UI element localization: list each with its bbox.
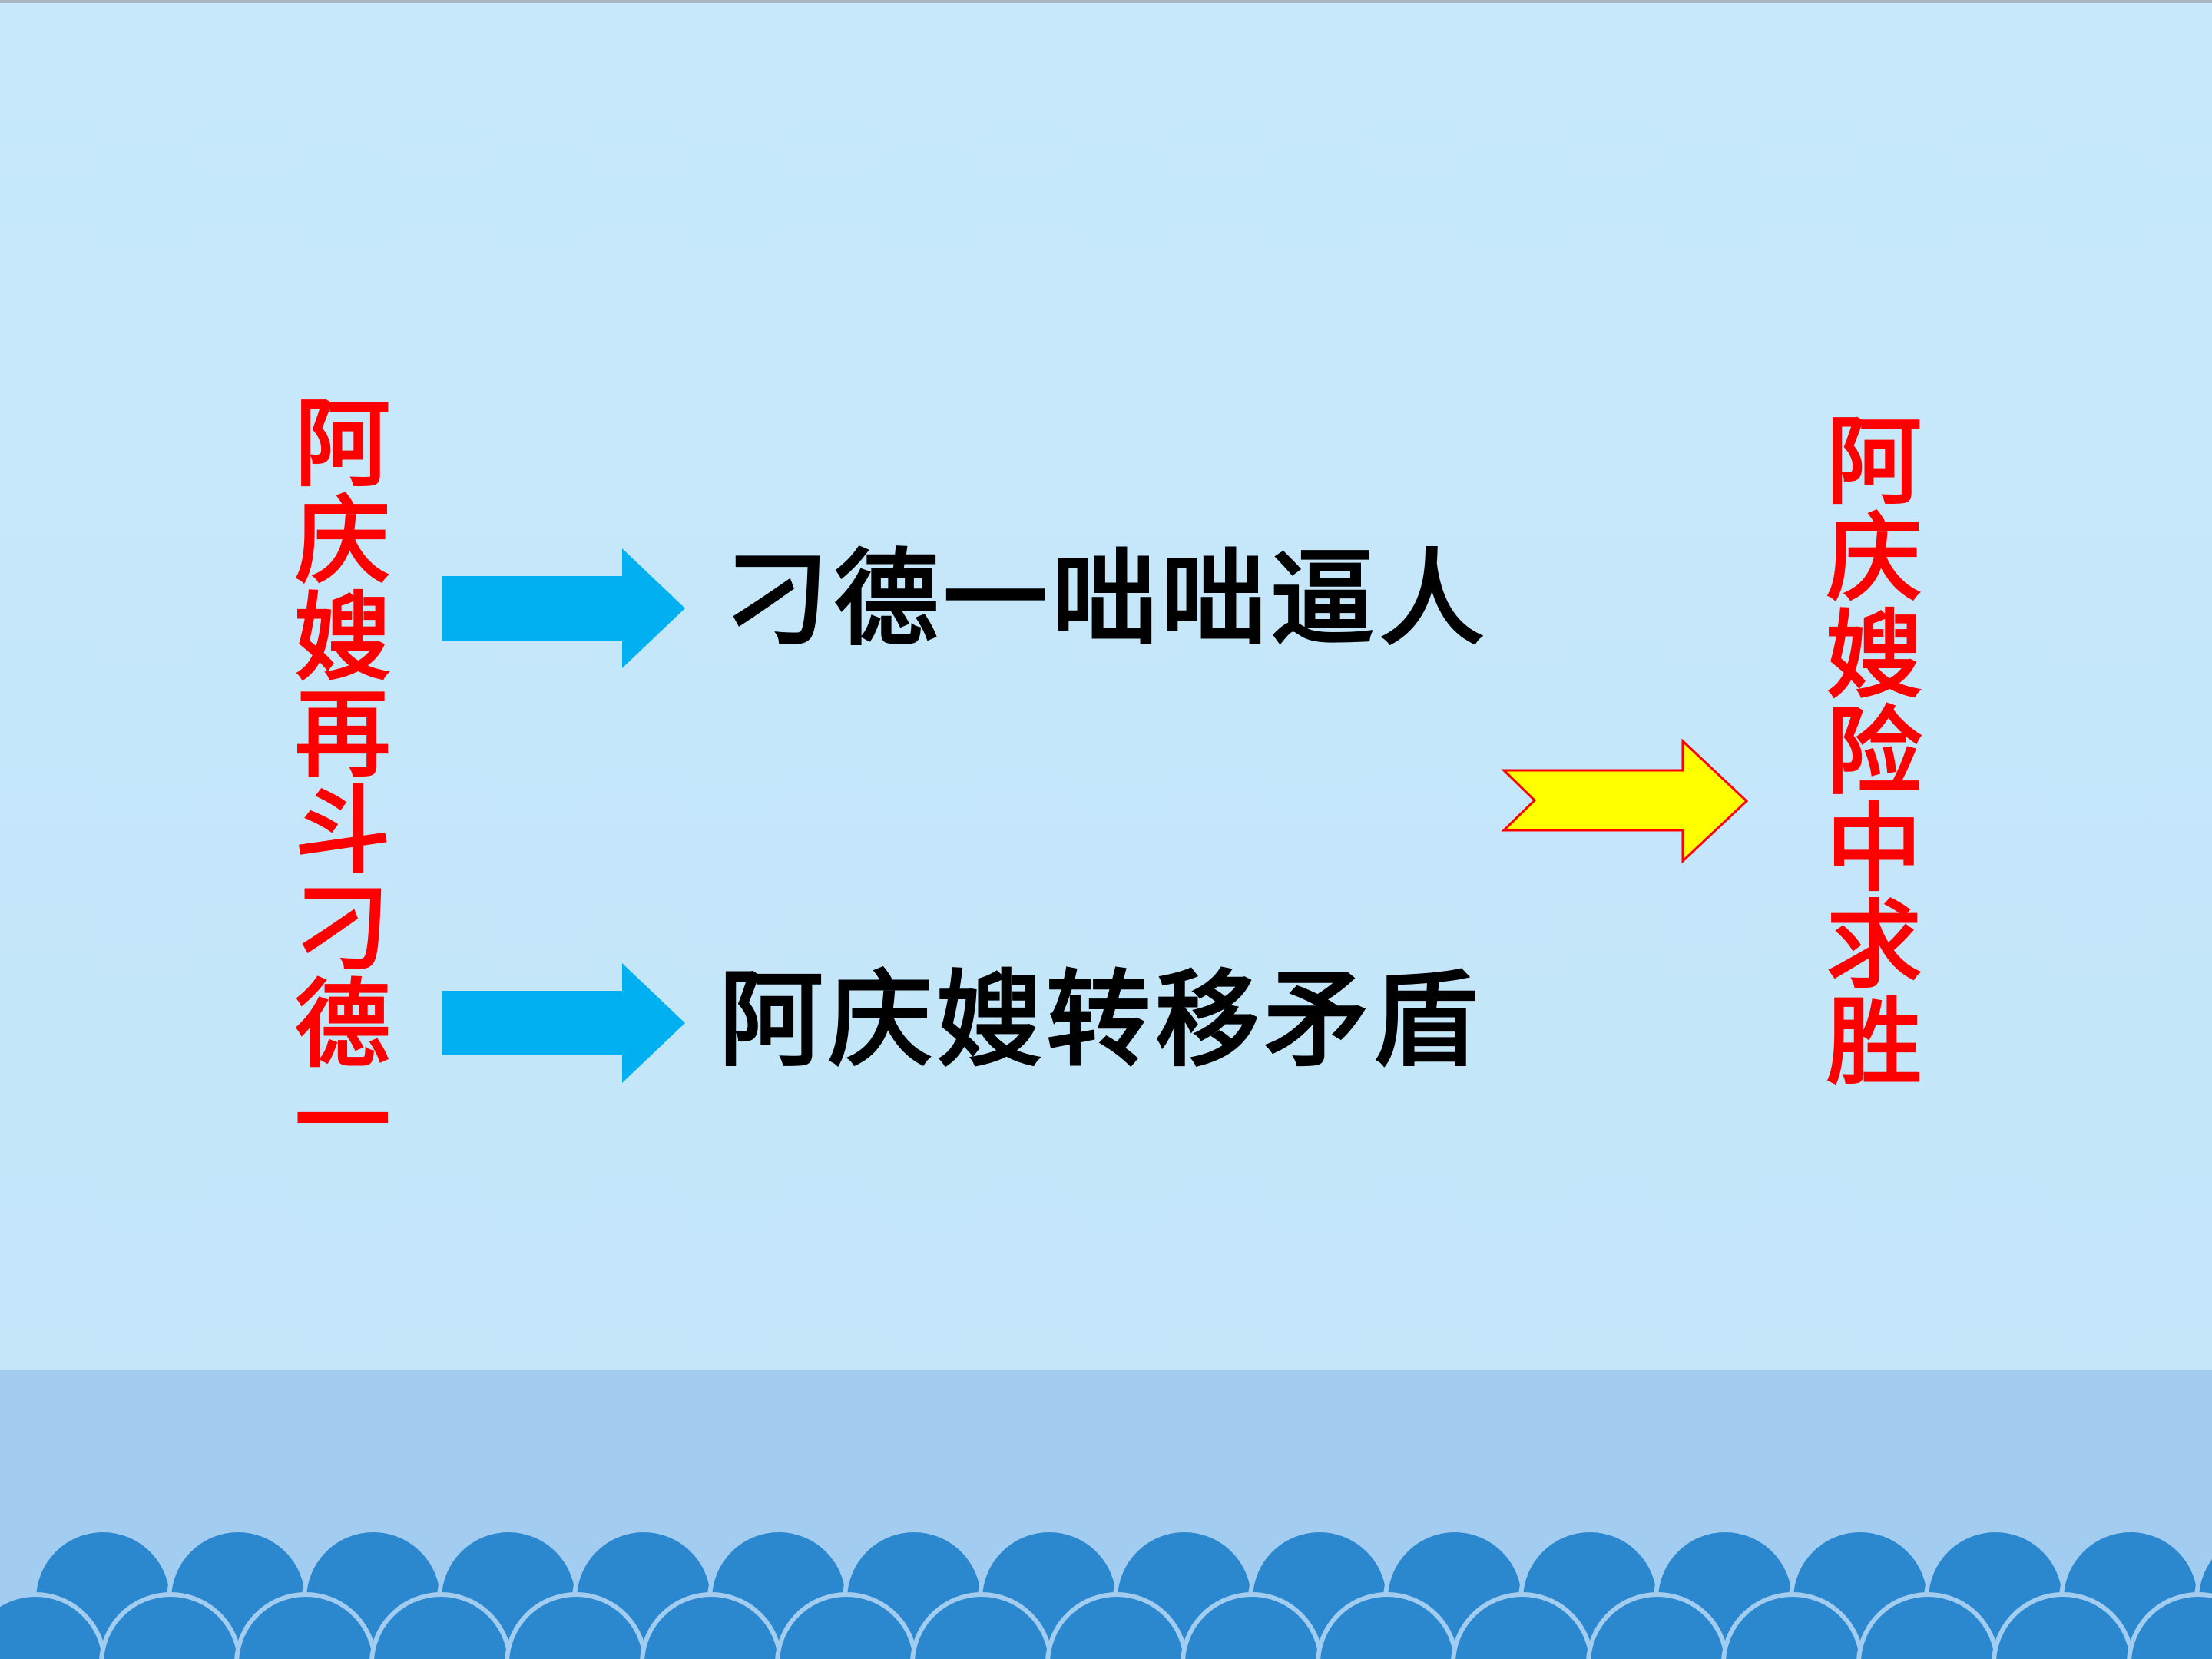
right-title: 阿庆嫂险中求胜 [1810, 411, 1921, 1088]
wave-arc [2127, 1592, 2212, 1659]
wave-arc [505, 1592, 647, 1659]
wave-arc [1181, 1592, 1323, 1659]
wave-arc [640, 1592, 783, 1659]
wave-arc [1451, 1592, 1594, 1659]
wave-arc [0, 1592, 107, 1659]
right-arrow-icon [442, 963, 685, 1083]
wave-arc [775, 1592, 918, 1659]
top-border [0, 0, 2212, 3]
branch-label-1: 刁德一咄咄逼人 [725, 538, 1488, 661]
wave-arc [99, 1592, 242, 1659]
wave-arc [910, 1592, 1053, 1659]
wave-arc [1721, 1592, 1864, 1659]
wave-arc [234, 1592, 377, 1659]
right-arrow-icon [442, 548, 685, 668]
branch-label-2: 阿庆嫂转移矛盾 [719, 959, 1482, 1081]
wave-arc [369, 1592, 512, 1659]
wave-arc [1045, 1592, 1188, 1659]
left-title: 阿庆嫂再斗刁德一 [278, 393, 389, 1167]
wave-arc [1856, 1592, 1999, 1659]
wave-arc [1586, 1592, 1729, 1659]
notched-right-arrow-icon [1501, 738, 1749, 864]
wave-pattern [0, 1528, 2212, 1659]
wave-arc [1992, 1592, 2134, 1659]
wave-decoration-band [0, 1370, 2212, 1659]
wave-arc [1316, 1592, 1459, 1659]
